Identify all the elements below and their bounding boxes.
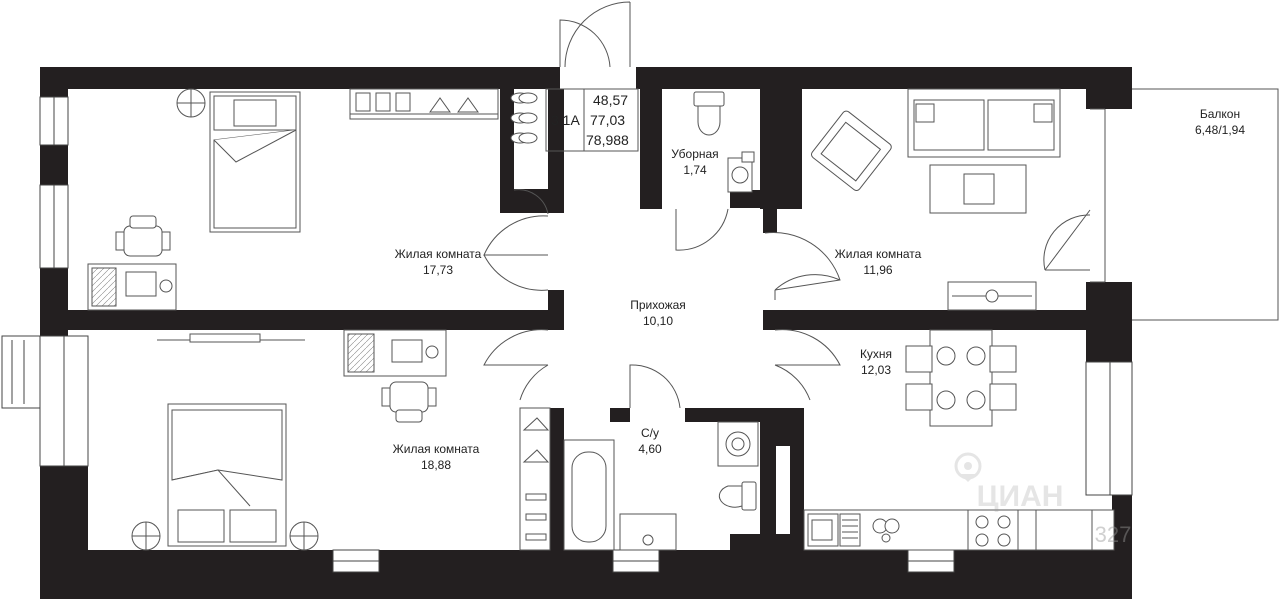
furniture-living2 [131, 329, 551, 551]
room-name: Уборная [671, 147, 719, 161]
bathroom-fixtures [563, 421, 759, 551]
room-name: Жилая комната [834, 247, 922, 261]
room-label-living3: Жилая комната 11,96 [818, 246, 938, 278]
area-with-balcony: 78,988 [586, 132, 629, 148]
watermark-text: ЦИАН [976, 480, 1064, 513]
room-name: Жилая комната [394, 247, 482, 261]
room-label-toilet: Уборная 1,74 [660, 146, 730, 178]
room-area: 17,73 [422, 263, 454, 277]
toilet-fixtures [693, 91, 755, 193]
room-area: 10,10 [642, 314, 674, 328]
room-label-living2: Жилая комната 18,88 [376, 441, 496, 473]
room-name: С/у [641, 426, 659, 440]
room-name: Прихожая [630, 298, 686, 312]
apartment-code: 3.1А [551, 112, 580, 128]
room-area: 1,74 [683, 163, 707, 177]
room-area: 6,48/1,94 [1194, 123, 1246, 137]
area-living: 48,57 [593, 92, 629, 108]
room-name: Кухня [859, 347, 893, 361]
room-name: Балкон [1199, 107, 1241, 121]
balcony [1043, 88, 1279, 321]
room-name: Жилая комната [392, 442, 480, 456]
windows [1, 96, 1133, 573]
watermark-number: 327 [1094, 522, 1132, 547]
kitchen-fixtures [803, 329, 1115, 551]
room-label-bathroom: С/у 4,60 [620, 425, 680, 457]
room-area: 12,03 [860, 363, 892, 377]
room-label-hall: Прихожая 10,10 [598, 297, 718, 329]
area-total: 77,03 [590, 112, 626, 128]
room-label-living1: Жилая комната 17,73 [378, 246, 498, 278]
doors [483, 1, 841, 409]
furniture-living1 [87, 88, 538, 311]
room-label-balcony: Балкон 6,48/1,94 [1180, 106, 1260, 138]
room-area: 18,88 [420, 458, 452, 472]
room-area: 11,96 [863, 263, 893, 277]
furniture-living3 [811, 88, 1061, 311]
watermark [954, 452, 982, 482]
area-table [545, 88, 639, 152]
room-label-kitchen: Кухня 12,03 [846, 346, 906, 378]
room-area: 4,60 [638, 442, 662, 456]
